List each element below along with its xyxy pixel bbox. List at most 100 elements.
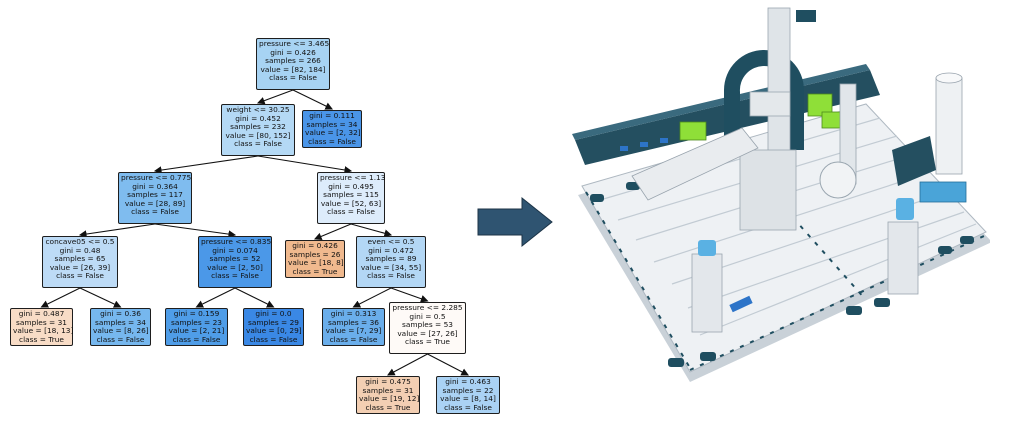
tree-node-line: value = [2, 50] (207, 262, 263, 272)
tree-edge (313, 223, 352, 241)
tree-node-line: class = True (292, 266, 338, 276)
tree-edge (40, 287, 81, 308)
tree-node-line: gini = 0.487 (18, 309, 65, 318)
storage-tube-top (935, 72, 963, 84)
tree-edge (427, 353, 469, 376)
tree-node-line: pressure <= 3.465 (259, 39, 330, 48)
slide-chute (631, 127, 759, 201)
tree-edge (292, 89, 333, 110)
tree-node-line: pressure <= 1.13 (320, 173, 386, 182)
tree-node-line: samples = 34 (306, 119, 358, 129)
tree-node-line: weight <= 30.25 (226, 105, 290, 114)
tree-edge (195, 287, 236, 308)
tree-node-line: class = False (444, 402, 492, 412)
right-dark-block (892, 136, 936, 186)
tree-node-line: samples = 117 (127, 190, 183, 200)
tree-node-line: gini = 0.48 (59, 245, 101, 255)
tree-node-line: samples = 115 (323, 190, 379, 200)
tree-node-line: value = [8, 26] (93, 326, 149, 336)
tree-node-line: samples = 65 (54, 254, 106, 264)
valve-cap-right (896, 198, 914, 220)
rotary-disk (819, 161, 857, 199)
storage-tube (935, 77, 963, 175)
valve-unit-right (887, 221, 919, 295)
tree-node-line: value = [26, 39] (49, 262, 111, 272)
tree-node-line: samples = 52 (209, 254, 261, 264)
tree-edge (234, 287, 275, 308)
tree-node-line: gini = 0.074 (212, 245, 258, 255)
tree-node-line: value = [82, 184] (260, 64, 326, 74)
tree-node-line: samples = 31 (362, 385, 414, 395)
tree-edge (79, 287, 122, 308)
tower-slide (749, 91, 791, 117)
tree-edge (78, 223, 156, 238)
machine-feet (590, 182, 974, 367)
tree-node-line: class = True (365, 402, 411, 412)
tree-edge (352, 287, 392, 308)
tree-node-line: gini = 0.475 (365, 377, 411, 386)
tree-node-line: pressure <= 0.775 (121, 173, 192, 182)
conveyor-green-modules (679, 93, 841, 141)
tree-node-line: value = [0, 29] (246, 326, 302, 336)
tree-node-line: value = [7, 29] (325, 326, 382, 336)
tree-node-line: even <= 0.5 (367, 237, 415, 246)
tree-node-line: class = False (172, 334, 221, 344)
brand-label (729, 295, 753, 313)
tree-edge (154, 223, 237, 238)
conveyor-blue-parts (620, 138, 668, 151)
tree-node-line: class = False (327, 207, 375, 217)
tree-node-line: samples = 34 (94, 317, 147, 327)
valve-cap-left (698, 240, 716, 256)
tree-edge (153, 155, 259, 174)
tree-node-line: gini = 0.159 (173, 309, 220, 318)
tower-base (739, 149, 797, 231)
tree-node-line: gini = 0.495 (328, 181, 374, 191)
tree-node-line: samples = 232 (230, 122, 286, 132)
tree-node-line: gini = 0.36 (100, 309, 141, 318)
tree-node-line: class = False (367, 271, 415, 281)
tree-node-line: concave05 <= 0.5 (45, 237, 115, 246)
arrow-shape (477, 196, 553, 248)
blue-pneumatic-block (919, 181, 967, 203)
tree-node-line: value = [18, 8] (288, 258, 344, 268)
tree-node-line: value = [19, 12] (359, 394, 420, 404)
tower-head (796, 10, 816, 22)
tree-node-line: samples = 22 (442, 385, 494, 395)
tree-node-line: samples = 26 (289, 249, 341, 259)
transform-arrow (477, 196, 553, 248)
tree-node-line: gini = 0.472 (368, 245, 414, 255)
tree-node-line: samples = 31 (15, 317, 68, 327)
tree-node-line: gini = 0.426 (292, 241, 338, 250)
valve-unit-left (691, 253, 723, 333)
tree-node-line: pressure <= 2.285 (392, 303, 463, 312)
tree-edge (387, 353, 428, 376)
tree-node-line: value = [80, 152] (225, 130, 291, 140)
tree-node-line: gini = 0.0 (255, 309, 292, 318)
tree-node-line: value = [8, 14] (440, 394, 496, 404)
tree-edge (350, 223, 393, 237)
tree-node-line: samples = 266 (265, 56, 321, 66)
tree-node-line: value = [18, 13] (13, 326, 74, 336)
production-machine-render (572, 7, 990, 382)
tree-node-line: class = False (211, 271, 259, 281)
tree-node-line: value = [27, 26] (397, 328, 458, 338)
tree-node-line: samples = 29 (247, 317, 300, 327)
tree-node-line: samples = 53 (401, 320, 454, 330)
tree-node-line: class = True (405, 337, 450, 347)
tree-node-line: class = False (249, 334, 298, 344)
